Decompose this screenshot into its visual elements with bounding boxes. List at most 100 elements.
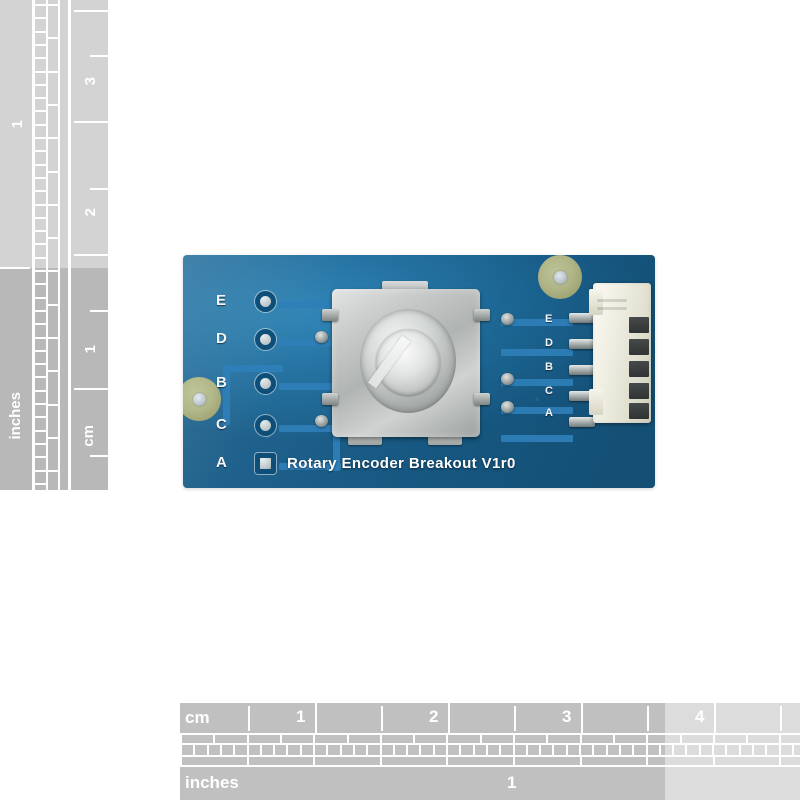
silkscreen-title: Rotary Encoder Breakout V1r0 [287, 455, 516, 472]
encoder-pin-right-bottom [474, 393, 490, 405]
header-pin-c[interactable] [569, 391, 595, 401]
ruler-tick [246, 735, 249, 743]
ruler-tick [34, 309, 47, 312]
ruler-tick [685, 745, 688, 755]
ruler-tick [379, 735, 382, 743]
connector-slot-4 [629, 383, 649, 399]
hr-inch-mark-1: 1 [507, 773, 517, 792]
ruler-tick [313, 745, 315, 755]
ruler-tick [34, 137, 47, 139]
pin-label-d: D [545, 337, 553, 349]
ruler-tick [213, 735, 216, 743]
ruler-tick [419, 745, 422, 755]
ruler-tick [34, 482, 47, 485]
ruler-tick [34, 403, 47, 405]
ruler-tick [539, 745, 542, 755]
header-pin-a[interactable] [569, 417, 595, 427]
header-pin-d[interactable] [569, 339, 595, 349]
ruler-tick [513, 735, 515, 743]
vr-cm-tick-2 [74, 254, 108, 256]
vertical-ruler-tick-column [30, 0, 76, 490]
hr-cm-tick-2 [448, 703, 450, 733]
ruler-tick [791, 745, 794, 755]
vr-lane-edge-d [68, 0, 71, 490]
vr-cm-mark-1: 1 [82, 345, 99, 354]
ruler-tick [48, 137, 59, 140]
header-pin-b[interactable] [569, 365, 595, 375]
encoder-solder-joint-left-top [315, 331, 328, 343]
ruler-tick [779, 757, 782, 765]
ruler-tick [48, 470, 59, 473]
jst-connector[interactable] [589, 283, 651, 423]
vr-cm-mark-3: 3 [82, 77, 99, 86]
trace-c-h [279, 425, 365, 432]
pin-label-e: E [545, 313, 553, 325]
pcb-board: E D B C A E D [183, 255, 655, 488]
hr-cm-tick-half-0 [248, 706, 250, 731]
hr-cm-mark-3: 3 [562, 707, 572, 726]
ruler-tick [48, 436, 59, 439]
ruler-tick [34, 349, 47, 352]
ruler-tick [34, 442, 47, 445]
ruler-tick [592, 745, 595, 755]
ruler-tick [48, 37, 59, 40]
pad-c[interactable] [255, 415, 276, 436]
vr-lane-edge-a [32, 0, 35, 490]
ruler-tick [48, 370, 59, 373]
ruler-tick [512, 745, 515, 755]
mounting-hole-top-right [538, 255, 582, 299]
ruler-tick [406, 745, 409, 755]
hr-cm-mark-1: 1 [296, 707, 306, 726]
connector-rib-1 [597, 299, 627, 302]
hr-cm-row: cm 1 2 3 4 [180, 703, 800, 733]
ruler-tick [273, 745, 276, 755]
ruler-tick [546, 735, 549, 743]
ruler-tick [34, 376, 47, 379]
trace-r-d [501, 349, 573, 356]
ruler-tick [313, 735, 316, 743]
connector-slot-1 [629, 317, 649, 333]
pad-d[interactable] [255, 329, 276, 350]
ruler-tick [34, 57, 47, 60]
ruler-tick [180, 745, 182, 755]
hr-cm-tick-4 [714, 703, 716, 733]
ruler-tick [525, 745, 528, 755]
pad-e[interactable] [255, 291, 276, 312]
ruler-tick [712, 735, 715, 743]
ruler-tick [34, 17, 47, 20]
ruler-tick [413, 735, 416, 743]
ruler-tick [645, 745, 648, 755]
vr-cm-tick-25 [90, 188, 108, 190]
ruler-tick [48, 403, 59, 406]
ruler-tick [34, 230, 47, 233]
ruler-tick [346, 735, 349, 743]
header-pin-e[interactable] [569, 313, 595, 323]
ruler-tick [579, 757, 582, 765]
pin-label-a: A [545, 407, 553, 419]
ruler-tick [34, 30, 47, 33]
ruler-tick [34, 336, 47, 339]
ruler-tick [48, 270, 59, 273]
pad-b[interactable] [255, 373, 276, 394]
trace-b-h2 [223, 365, 283, 372]
connector-lip-bottom [589, 389, 603, 415]
hr-cm-tick-1 [315, 703, 317, 733]
ruler-tick [48, 237, 59, 240]
ruler-tick [379, 757, 382, 765]
vr-lane-edge-c [58, 0, 60, 490]
trace-a-h [279, 463, 341, 470]
hr-tick-band [180, 735, 800, 765]
ruler-tick [34, 97, 47, 100]
ruler-tick [34, 429, 47, 432]
hr-inches-unit-label: inches [185, 773, 239, 792]
pad-a[interactable] [255, 453, 276, 474]
hr-cm-mark-2: 2 [429, 707, 439, 726]
ruler-tick [738, 745, 741, 755]
rotary-encoder[interactable] [322, 281, 490, 445]
ruler-tick [646, 757, 649, 765]
pad-label-a: A [216, 454, 227, 471]
ruler-tick [34, 296, 47, 299]
ruler-tick [34, 456, 47, 459]
ruler-tick [48, 337, 59, 339]
